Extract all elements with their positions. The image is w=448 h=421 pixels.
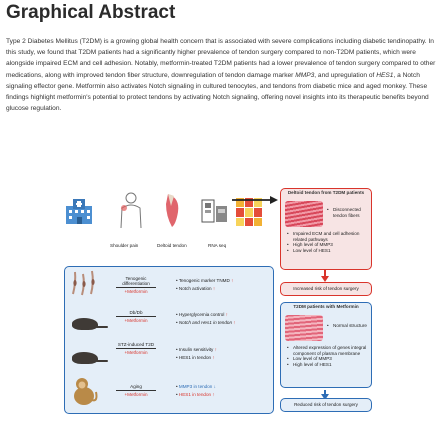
abstract-part-2: , and upregulation of: [314, 71, 377, 79]
t2dm-bullets: Impaired ECM and cell adhesion related p…: [287, 231, 369, 253]
t2dm-outcome-box: Increased risk of tendon surgery: [280, 282, 372, 296]
up-arrow-icon: ↑: [225, 312, 228, 317]
t2dm-down-arrow-icon: [320, 269, 330, 282]
model-row-3-effects: • Insulin sensitivity ↑ • HES1 in tendon…: [176, 347, 217, 361]
model-row-4-bottom: +Metformin: [124, 392, 148, 397]
tenocyte-cells-icon: [70, 270, 98, 296]
model-row-1-top: Tenogenic differentiation: [122, 276, 150, 286]
model-row-1-effects: • Tenogenic marker TNMD ↑ • Notch activa…: [176, 278, 234, 292]
metformin-outcome-box: Reduced risk of tendon surgery: [280, 398, 372, 412]
monkey-icon: [70, 376, 98, 406]
down-arrow-icon: ↓: [213, 384, 216, 389]
flow-arrow-icon: [232, 192, 280, 204]
model-row-4-effect-1: MMP3 in tendon: [178, 384, 213, 389]
abstract-hes1: HES1: [376, 71, 394, 79]
metformin-down-arrow-icon: [320, 387, 330, 400]
metformin-fiber-note: Normal structure: [327, 323, 369, 329]
model-row-4-label: Aging +Metformin: [116, 384, 156, 397]
label-rna-seq: RNA seq: [208, 243, 227, 248]
metformin-bullets: Altered expression of genes integral com…: [287, 345, 369, 367]
model-row-2-effects: • Hyperglycemia control ↑ • Notch and He…: [176, 312, 236, 326]
metformin-tendon-image: [285, 315, 323, 341]
model-row-3-label: STZ-induced T2D +Metformin: [116, 342, 156, 355]
metformin-bullet: High level of HES1: [287, 362, 369, 368]
rna-seq-icon: [200, 196, 230, 226]
model-row-2-top: Db/Db: [129, 310, 143, 315]
model-row-2-label: Db/Db +Metformin: [116, 310, 156, 323]
stz-mouse-icon: [72, 352, 108, 364]
model-row-3-effect-1: Insulin sensitivity: [178, 347, 214, 352]
model-row-4-effect-2: HES1 in tendon: [178, 392, 212, 398]
abstract-part-1: Type 2 Diabetes Mellitus (T2DM) is a gro…: [6, 38, 436, 79]
up-arrow-icon: ↑: [212, 355, 215, 361]
model-row-1-effect-1: Tenogenic marker TNMD: [178, 278, 230, 283]
t2dm-bullet: Low level of HES1: [287, 248, 369, 254]
model-row-3-effect-2: HES1 in tendon: [178, 355, 212, 361]
t2dm-tendon-image: [285, 201, 323, 227]
model-row-3-bottom: +Metformin: [124, 350, 148, 355]
metformin-fiber-note-text: Normal structure: [327, 323, 369, 329]
abstract-text: Type 2 Diabetes Mellitus (T2DM) is a gro…: [6, 36, 444, 114]
metformin-panel-header: T2DM patients with Metformin: [293, 304, 359, 309]
metformin-bullet: Low level of MMP3: [287, 356, 369, 362]
model-row-1-label: Tenogenic differentiation +Metformin: [116, 276, 156, 294]
models-panel: [64, 266, 274, 414]
metformin-bullet: Altered expression of genes integral com…: [287, 345, 369, 356]
t2dm-panel-header: Deltoid tendon from T2DM patients: [287, 190, 365, 195]
t2dm-fiber-note: Disconnected tendon fibers: [327, 207, 369, 218]
person-shoulder-icon: [116, 190, 146, 230]
up-arrow-icon: ↑: [231, 278, 234, 283]
t2dm-bullet: High level of MMP3: [287, 242, 369, 248]
metformin-panel: T2DM patients with Metformin Normal stru…: [280, 302, 372, 388]
model-row-1-effect-2: Notch activation: [178, 286, 212, 292]
model-row-4-top: Aging: [130, 384, 142, 389]
deltoid-muscle-icon: [162, 192, 184, 228]
model-row-4-effects: • MMP3 in tendon ↓ • HES1 in tendon ↑: [176, 384, 216, 398]
abstract-mmp3: MMP3: [295, 71, 315, 79]
abstract-part-3: , a Notch signaling effector gene. Metfo…: [6, 71, 429, 113]
up-arrow-icon: ↑: [214, 347, 217, 352]
model-row-1-bottom: +Metformin: [124, 289, 148, 294]
model-row-2-bottom: +Metformin: [124, 318, 148, 323]
up-arrow-icon: ↑: [212, 286, 216, 292]
up-arrow-icon: ↑: [233, 320, 236, 326]
db-db-mouse-icon: [72, 318, 108, 330]
t2dm-panel: Deltoid tendon from T2DM patients Discon…: [280, 188, 372, 270]
page-title: Graphical Abstract: [6, 2, 176, 23]
heatmap-icon: [236, 198, 262, 226]
t2dm-bullet: Impaired ECM and cell adhesion related p…: [287, 231, 369, 242]
t2dm-fiber-note-text: Disconnected tendon fibers: [327, 207, 369, 218]
hospital-icon: [64, 196, 94, 226]
model-row-2-effect-1: Hyperglycemia control: [178, 312, 225, 317]
label-shoulder-pain: Shoulder pain: [110, 243, 139, 248]
model-row-3-top: STZ-induced T2D: [117, 342, 155, 347]
metformin-outcome-text: Reduced risk of tendon surgery: [294, 402, 358, 407]
up-arrow-icon: ↑: [212, 392, 215, 398]
t2dm-outcome-text: Increased risk of tendon surgery: [293, 286, 359, 291]
model-row-2-effect-2: Notch and Hes1 in tendon: [178, 320, 233, 326]
label-deltoid-tendon: Deltoid tendon: [157, 243, 187, 248]
